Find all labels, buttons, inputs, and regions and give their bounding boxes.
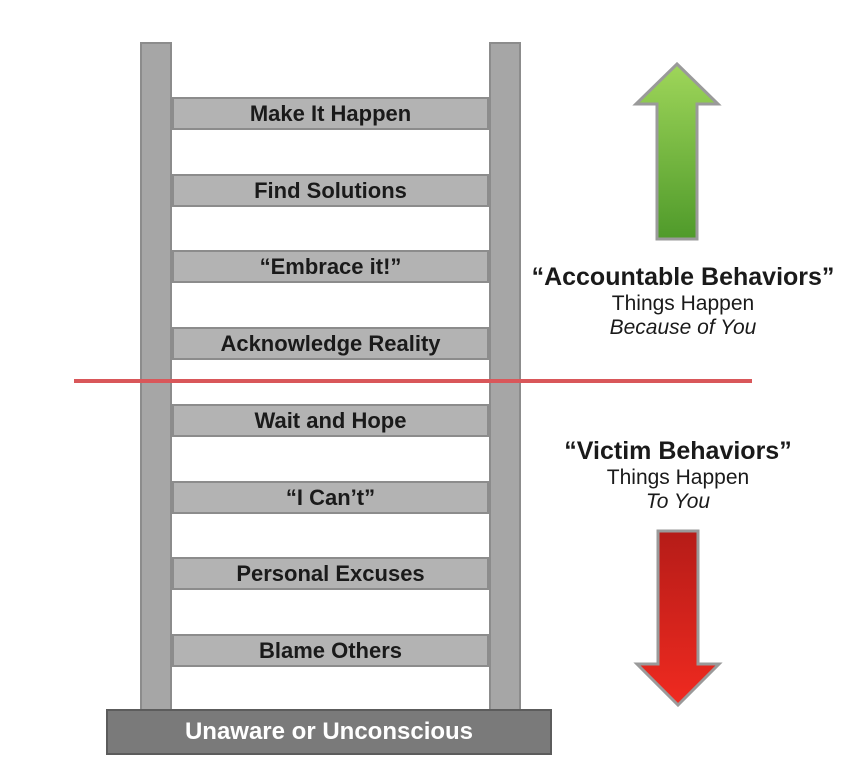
accountable-line1: Things Happen: [611, 292, 755, 315]
ladder-right-rail: [489, 42, 521, 714]
rung-wait-and-hope: Wait and Hope: [172, 404, 489, 437]
victim-behaviors-label: “Victim Behaviors” Things Happen To You: [548, 437, 808, 514]
down-arrow-icon: [633, 529, 723, 708]
victim-title: “Victim Behaviors”: [564, 437, 792, 465]
up-arrow-icon: [632, 62, 722, 241]
rung-find-solutions: Find Solutions: [172, 174, 489, 207]
accountable-behaviors-label: “Accountable Behaviors” Things Happen Be…: [528, 263, 838, 340]
rung-embrace-it: “Embrace it!”: [172, 250, 489, 283]
rung-i-cant: “I Can’t”: [172, 481, 489, 514]
rung-acknowledge-reality: Acknowledge Reality: [172, 327, 489, 360]
victim-line2: To You: [645, 490, 711, 513]
rung-personal-excuses: Personal Excuses: [172, 557, 489, 590]
victim-line1: Things Happen: [606, 466, 750, 489]
ladder-base: Unaware or Unconscious: [106, 709, 552, 755]
accountable-line2: Because of You: [609, 316, 757, 339]
rung-make-it-happen: Make It Happen: [172, 97, 489, 130]
accountable-title: “Accountable Behaviors”: [531, 263, 835, 291]
accountability-divider-line: [74, 379, 752, 383]
ladder-left-rail: [140, 42, 172, 714]
rung-blame-others: Blame Others: [172, 634, 489, 667]
